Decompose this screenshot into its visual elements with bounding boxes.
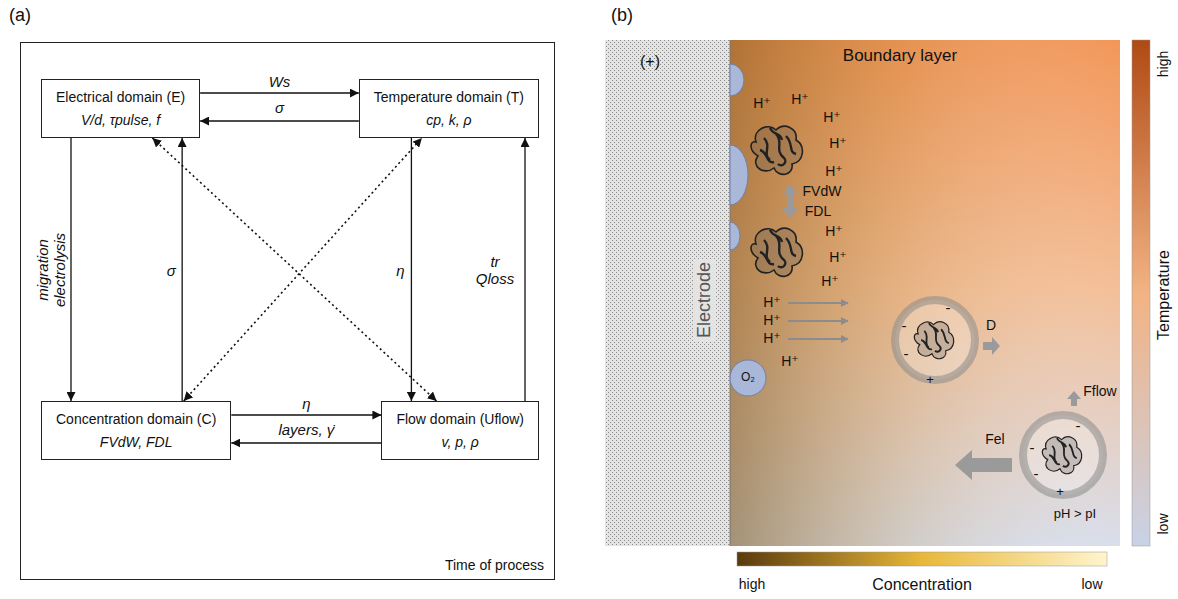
charge: - [1034,466,1039,483]
edge-label: tr Qloss [476,253,514,287]
frame-caption: Time of process [445,557,544,573]
edge-label: σ [275,99,284,116]
charge: + [1056,485,1064,499]
domain-parameters: v, p, ρ [396,433,524,451]
edge-label: η [302,395,310,412]
domain-box: Electrical domain (E) V/d, τpulse, f [41,79,200,138]
proton: H⁺ [825,164,843,179]
force-label: FVdW [803,184,842,199]
gas-bubble [730,222,740,250]
coupling-arrow [231,414,381,415]
scale-end: low [1081,577,1102,592]
domain-box: Temperature domain (T) cp, k, ρ [359,79,539,138]
protein [751,126,802,174]
force-label: Fel [985,432,1004,447]
coupling-arrow [200,120,359,121]
domain-parameters: V/d, τpulse, f [56,111,185,129]
force-arrow [782,184,798,218]
ion-shell [895,300,975,380]
gas-bubble [730,64,744,96]
oxygen-bubble [730,360,766,396]
force-label: FDL [805,204,831,219]
scale-end: high [739,577,765,592]
diffusion-label: D [986,318,996,333]
gas-bubble [730,145,748,205]
proton: H⁺ [753,96,771,111]
proton: H⁺ [763,313,781,328]
domain-parameters: cp, k, ρ [374,111,524,129]
edge-label: migration electrolysis [34,232,68,306]
axis-title: Concentration [872,576,972,594]
charge: - [1030,440,1035,457]
electrode-surface [730,40,731,546]
panel-letter: (a) [9,6,31,26]
charge: - [904,346,909,363]
proton: H⁺ [829,250,847,265]
coupling-arrow [182,138,183,401]
domain-box: Flow domain (Uflow) v, p, ρ [381,401,539,460]
ph-note: pH > pI [1054,507,1096,521]
edge-label: layers, γ̇ [278,421,334,438]
proton: H⁺ [821,274,839,289]
proton: H⁺ [825,224,843,239]
domain-title: Electrical domain (E) [56,88,185,106]
oxygen-label: O₂ [741,371,755,384]
proton: H⁺ [763,331,781,346]
coupling-arrow [231,442,381,443]
protein [751,228,802,276]
proton: H⁺ [829,136,847,151]
charge: - [902,318,907,335]
electrode-label: Electrode [694,259,716,341]
flow-arrow [1067,391,1081,406]
edge-label: σ [167,261,176,278]
coupling-dotted-arrow [152,138,436,401]
force-label: Fflow [1083,384,1116,399]
coupling-dotted-arrow [184,138,422,401]
domain-box: Concentration domain (C) FVdW, FDL [41,401,231,460]
domain-parameters: FVdW, FDL [56,433,216,451]
charge: - [946,300,951,317]
charge: + [926,373,934,387]
concentration-bar [737,552,1107,566]
coupling-arrow [411,138,412,401]
electrode-polarity: (+) [640,53,660,71]
temperature-bar [1132,40,1150,546]
proton-arrow [788,338,848,340]
boundary-layer [730,40,1120,546]
edge-label: η [396,261,404,278]
electric-force-arrow [955,450,1012,480]
proton: H⁺ [823,110,841,125]
domain-title: Temperature domain (T) [374,88,524,106]
coupling-arrow [200,92,359,93]
charge: - [1076,418,1081,435]
edge-label: Ws [269,73,291,90]
region-label: Boundary layer [843,47,957,66]
concentration-shading [730,40,1120,546]
process-frame: Time of process Electrical domain (E) V/d,… [20,42,555,580]
electrode [605,40,730,546]
proton-arrow [788,320,848,322]
coupling-arrow [524,138,525,401]
proton: H⁺ [781,354,799,369]
axis-title: Temperature [1155,250,1173,340]
protein [914,322,953,359]
proton: H⁺ [763,295,781,310]
ion-shell [1023,415,1103,495]
scale-end: high [1156,51,1171,77]
scale-end: low [1156,513,1171,534]
domain-title: Flow domain (Uflow) [396,410,524,428]
proton-arrow [788,302,848,304]
proton: H⁺ [791,92,809,107]
diffusion-arrow [983,337,1000,355]
domain-title: Concentration domain (C) [56,410,216,428]
coupling-arrow [70,138,71,401]
panel-letter: (b) [611,6,633,26]
protein [1042,437,1081,474]
